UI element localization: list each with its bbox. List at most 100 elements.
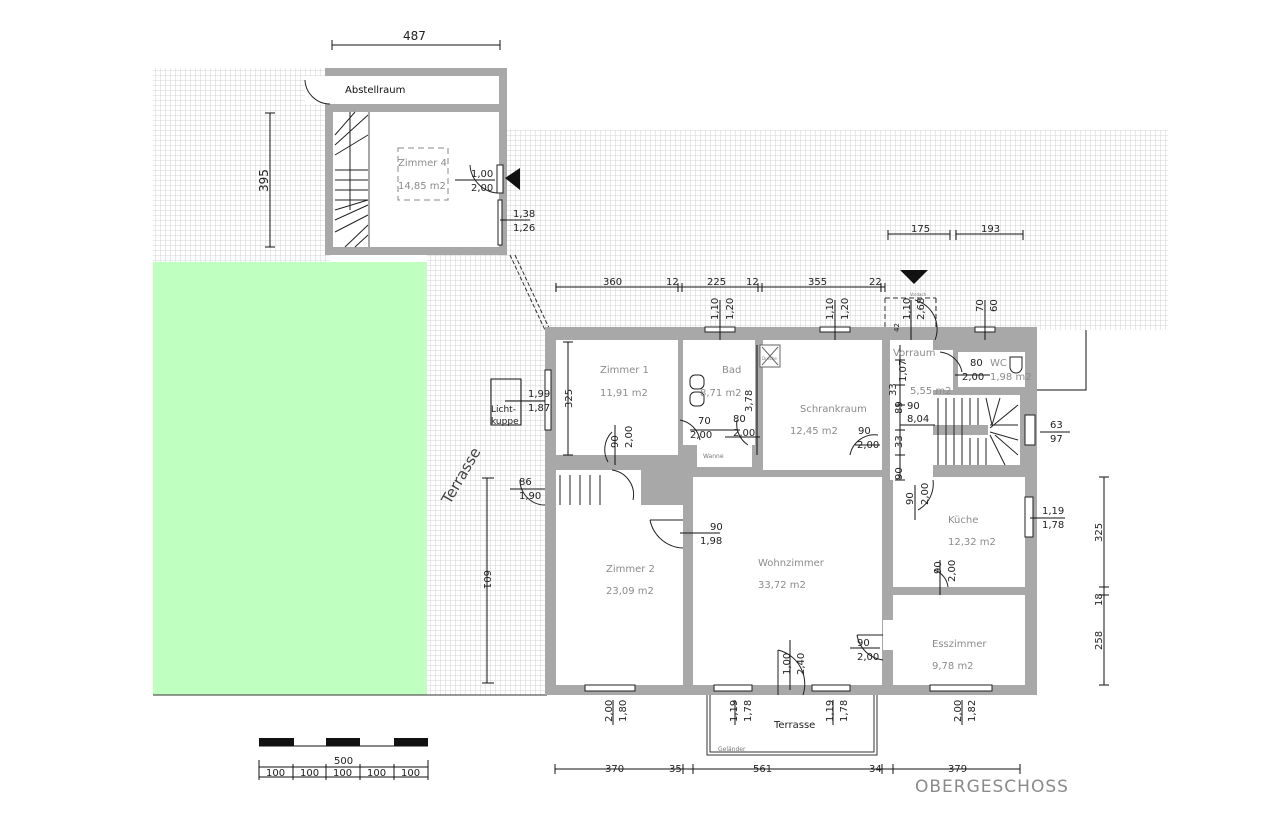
dim-label: 80 [970,358,983,369]
dim-label: 33 [894,435,905,448]
room-wc [958,352,1025,387]
dim-label: 395 [257,169,271,192]
scale-label: 100 [333,768,352,779]
room-area-schrankraum: 12,45 m2 [790,426,838,437]
room-area-zimmer4: 14,85 m2 [398,181,446,192]
hall-opening [883,620,895,650]
room-label-frame [397,147,449,201]
scale-label: 100 [367,768,386,779]
scale-label: 100 [401,768,420,779]
room-name-wc: WC [990,358,1007,369]
dim-label: 360 [603,277,622,288]
annex-stairs [334,111,369,248]
dim-label: 1,19 [1042,506,1064,517]
dim-label: 561 [753,764,772,775]
dim-label: 225 [707,277,726,288]
room-name-terrasse-south: Terrasse [773,720,815,731]
dim-label: 193 [981,224,1000,235]
dim-label: 90 [907,401,920,412]
dim-label: 2,00 [962,372,984,383]
dim-label: 175 [911,224,930,235]
fixture-wanne: Wanne [703,453,724,460]
paving-annex [153,68,330,262]
wc-toilet-icon [1009,356,1023,374]
main-stairs [559,397,1019,505]
paving-north [500,130,1168,330]
scale-bar [258,738,429,780]
dim-label: 90 [857,638,870,649]
room-name-wohnzimmer: Wohnzimmer [758,558,825,569]
entrance-arrow-icon [505,168,520,190]
dim-label: 18 [1094,593,1105,606]
dim-label: 1,78 [743,700,754,722]
annex-window [497,199,503,246]
dim-label: 325 [564,389,575,408]
room-area-kueche: 12,32 m2 [948,537,996,548]
dim-label: 355 [808,277,827,288]
dim-label: 1,10 [902,298,913,320]
room-name-abstellraum: Abstellraum [345,85,405,96]
dim-label: 2,00 [604,700,615,722]
dim-label: 12 [666,277,679,288]
dim-label: 2,00 [947,560,958,582]
scale-label: 500 [334,756,353,767]
lichtkuppe-label-1: Licht- [491,405,516,415]
room-schrankraum [763,340,882,470]
room-zimmer1 [556,340,678,455]
dim-label: 1,19 [825,700,836,722]
dim-label: 70 [975,299,986,312]
dim-label: 1,10 [710,298,721,320]
scale-label: 100 [266,768,285,779]
dim-label: 8,04 [907,414,929,425]
room-area-esszimmer: 9,78 m2 [932,661,974,672]
room-wohnzimmer [693,477,882,685]
dim-label: 1,38 [513,209,535,220]
dim-label: 1,00 [782,653,793,675]
bath-wanne [697,445,752,467]
dim-label: 1,78 [1042,520,1064,531]
dim-label: 487 [403,29,426,43]
room-area-zimmer2: 23,09 m2 [606,586,654,597]
south-terrace-railing [706,695,878,756]
lichtkuppe-label-2: kuppe [491,417,519,427]
room-name-kueche: Küche [948,515,978,526]
bidet-icon [689,374,705,390]
dim-label: 2,00 [857,440,879,451]
dim-label: 35 [669,764,682,775]
stair-core [933,425,988,435]
room-name-bad: Bad [722,365,741,376]
room-abstellraum [333,76,499,104]
fixture-dusche: Dusche [762,356,777,361]
door-swings [519,299,963,696]
dim-label: 1,19 [729,700,740,722]
dim-label: 2,00 [624,426,635,448]
dim-label: 90 [933,561,944,574]
dim-label: 90 [858,426,871,437]
vorraum-ext [933,350,953,390]
room-name-zimmer4: Zimmer 4 [398,158,447,169]
stair-connection [509,254,551,331]
dim-label: 258 [1094,631,1105,650]
room-name-schrankraum: Schrankraum [800,404,867,415]
dimension-labels: 487 395 360 12 225 12 355 22 175 193 370… [257,29,1105,779]
room-area-bad: 8,71 m2 [700,388,742,399]
room-name-zimmer2: Zimmer 2 [606,564,655,575]
room-zimmer2 [556,505,683,685]
dim-label: 97 [1050,434,1063,445]
dim-label: 2,68 [916,298,927,320]
dim-label: 2,00 [953,700,964,722]
dim-label: 90 [905,492,916,505]
dim-label: 34 [869,764,882,775]
dim-label: 86 [519,477,532,488]
dim-label: 1,78 [839,700,850,722]
room-name-esszimmer: Esszimmer [932,639,987,650]
room-esszimmer [893,595,1025,685]
dim-label: 2,00 [690,430,712,441]
west-stair-landing [556,470,641,510]
dim-label: 22 [869,277,882,288]
dim-label: 90 [610,435,621,448]
toilet-icon [689,391,705,407]
dim-label: 2,40 [796,653,807,675]
dim-label: 89 [894,401,905,414]
door-swing [469,164,498,194]
